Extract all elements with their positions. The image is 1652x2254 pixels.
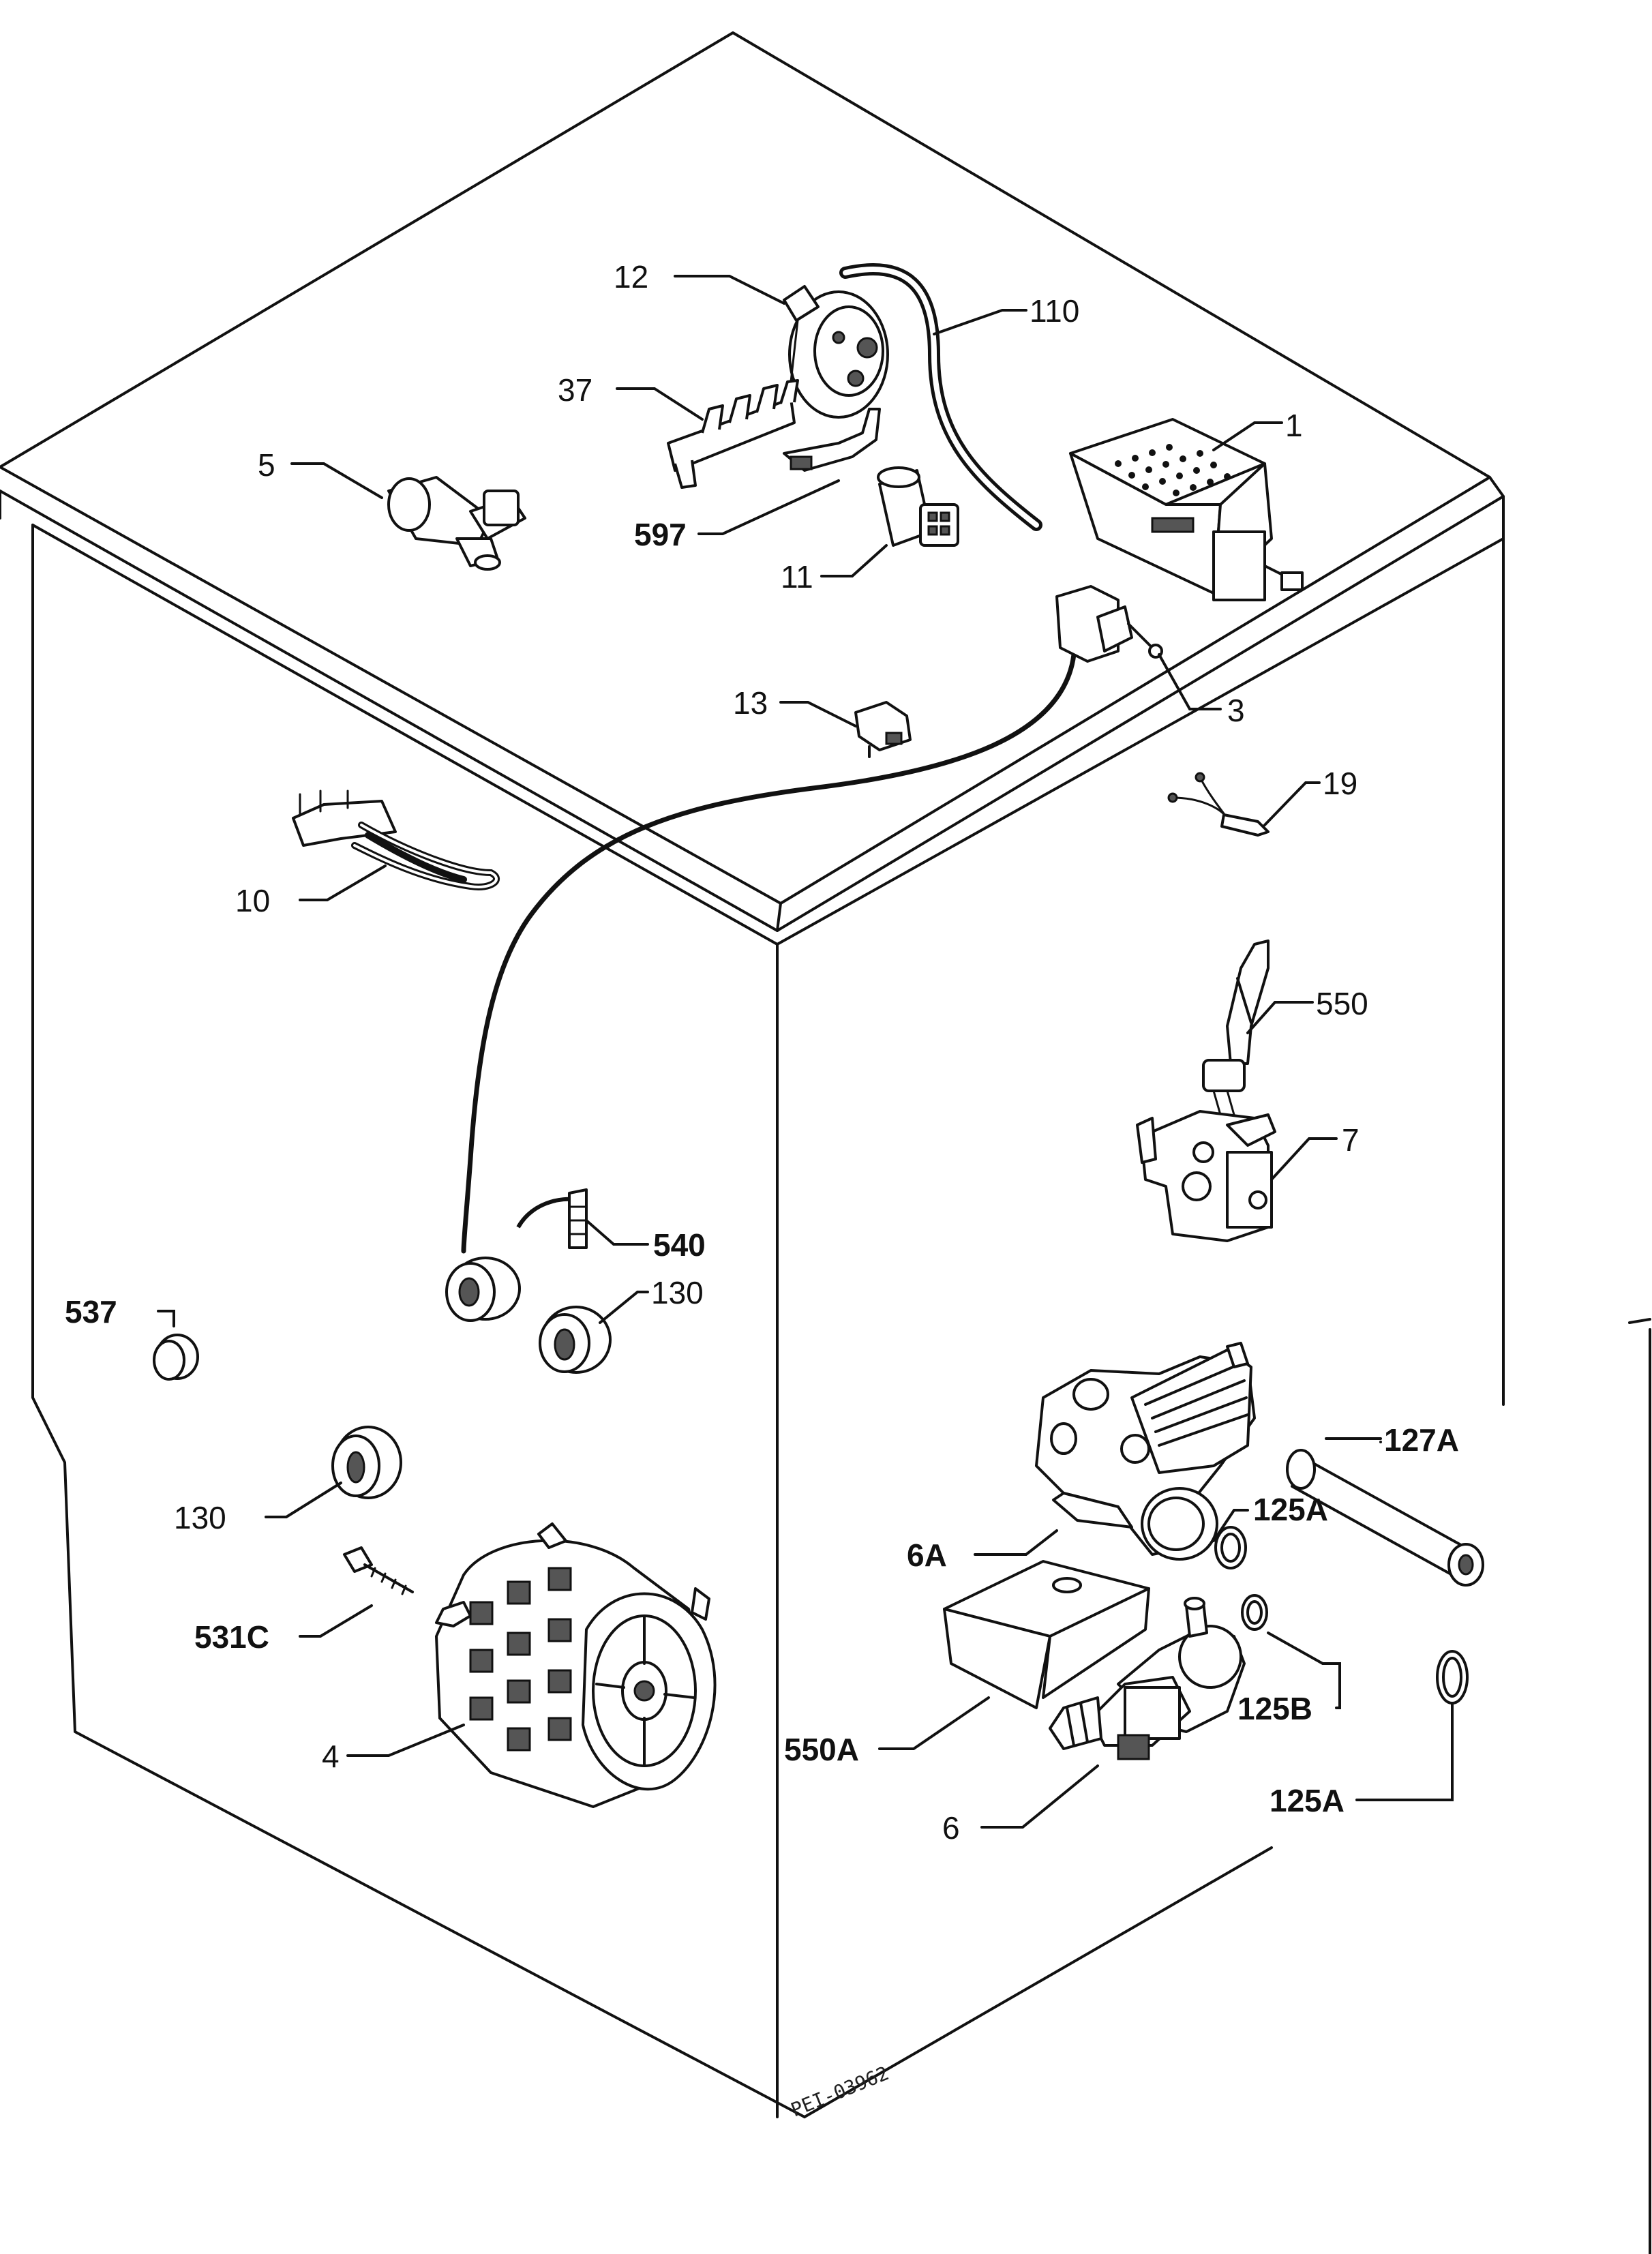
- solenoid-valve-part-5: [387, 476, 526, 571]
- label-part-12: 12: [614, 259, 648, 295]
- label-part-13: 13: [733, 685, 768, 721]
- label-part-597: 597: [634, 517, 687, 552]
- label-part-127A: 127A: [1384, 1422, 1459, 1458]
- interlock-part-7: [1136, 1110, 1276, 1242]
- drawing-code: PEI-03962: [787, 2062, 892, 2121]
- sensor-part-19: [1167, 772, 1270, 837]
- cabinet-front-top-edge: [31, 524, 779, 946]
- leader-lines: [157, 275, 1454, 1829]
- pump-housing-part-6A: [1035, 1342, 1256, 1561]
- motor-part-4: [435, 1522, 717, 1808]
- part-labels: 12 110 37 5 1 597 11 13 3 19 10 550 7 54…: [65, 259, 1459, 1846]
- drain-pump-part-6: [1049, 1597, 1246, 1760]
- cabinet-left-edge: [31, 524, 806, 2118]
- screw-part-531C: [343, 1546, 414, 1595]
- label-part-10: 10: [235, 883, 270, 918]
- label-part-125B: 125B: [1237, 1691, 1312, 1726]
- seal-part-125A-lower: [1436, 1650, 1469, 1704]
- label-part-7: 7: [1342, 1122, 1360, 1158]
- heating-element-part-10: [292, 790, 500, 890]
- label-part-19: 19: [1323, 766, 1357, 801]
- plug-part-537: [153, 1334, 199, 1381]
- cable-grommet: [445, 1257, 521, 1322]
- seal-part-125A-upper: [1214, 1526, 1247, 1569]
- label-part-130-lower: 130: [174, 1500, 226, 1535]
- programmer-part-1: [1069, 418, 1304, 601]
- label-part-550A: 550A: [784, 1732, 859, 1767]
- label-part-37: 37: [558, 372, 592, 408]
- label-part-3: 3: [1227, 693, 1245, 728]
- label-part-6: 6: [942, 1810, 960, 1846]
- lever-part-550: [1202, 940, 1270, 1116]
- label-part-125A-lower: 125A: [1270, 1783, 1345, 1818]
- label-part-1: 1: [1285, 408, 1303, 443]
- connector-part-13: [854, 701, 912, 758]
- pressure-switch-part-12: [783, 285, 889, 419]
- cabinet-outline: [0, 31, 1651, 2254]
- label-part-6A: 6A: [907, 1537, 947, 1573]
- tube-part-127A: [1286, 1449, 1484, 1587]
- label-part-5: 5: [258, 447, 275, 483]
- label-part-110: 110: [1030, 293, 1079, 329]
- cabinet-bottom-right-edge: [803, 1846, 1273, 2118]
- hose-part-110-core: [843, 267, 1039, 528]
- clip-part-597: [783, 408, 881, 472]
- grommet-part-130-upper: [539, 1306, 612, 1374]
- grommet-part-130-lower: [331, 1426, 402, 1499]
- label-part-537: 537: [65, 1294, 117, 1329]
- foam-block-part-550A: [943, 1560, 1150, 1709]
- harness-cable: [461, 652, 1077, 1254]
- label-part-540: 540: [653, 1227, 706, 1263]
- label-part-11: 11: [781, 559, 813, 595]
- seal-part-125B: [1241, 1594, 1268, 1631]
- terminal-block-part-37: [667, 379, 799, 489]
- label-part-4: 4: [322, 1739, 340, 1774]
- label-part-550: 550: [1316, 986, 1368, 1021]
- label-part-125A-upper: 125A: [1253, 1492, 1328, 1527]
- door-switch-part-3: [1055, 585, 1163, 663]
- label-part-531C: 531C: [194, 1619, 269, 1655]
- label-part-130-upper: 130: [651, 1275, 704, 1310]
- capacitor-part-11: [877, 466, 959, 547]
- cable-clamp-part-540: [516, 1188, 588, 1249]
